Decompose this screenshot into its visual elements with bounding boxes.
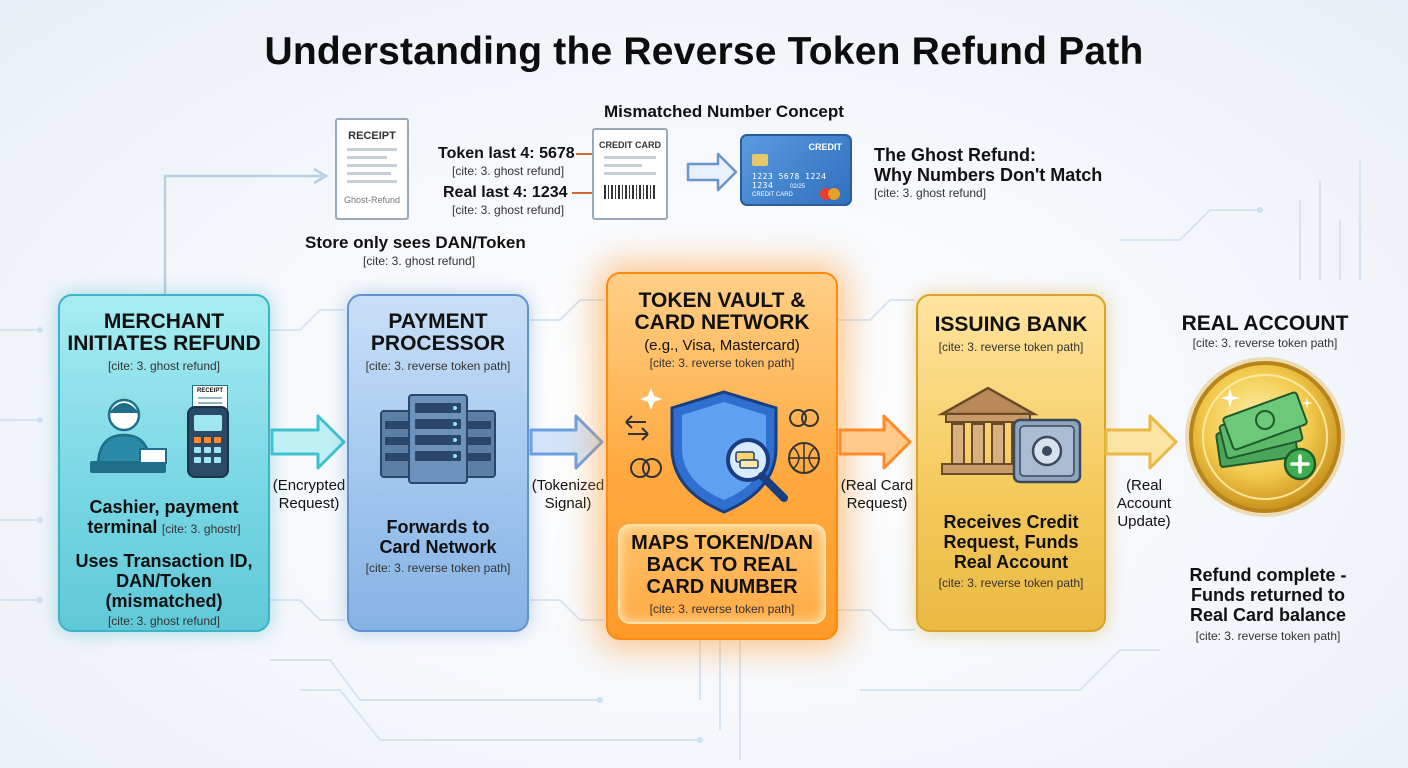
bank-cite: [cite: 3. reverse token path] — [938, 340, 1084, 354]
merchant-desc-cite: [cite: 3. ghostr] — [161, 522, 241, 536]
receipt-footer: Ghost-Refund — [343, 195, 401, 205]
arrow2-line2: Signal) — [544, 495, 592, 512]
issuing-bank-box: ISSUING BANK [cite: 3. reverse token pat… — [916, 294, 1106, 632]
cashier-terminal-illustration: RECEIPT — [64, 385, 264, 481]
chip-icon — [752, 154, 768, 166]
merchant-uses-1: Uses Transaction ID, — [75, 551, 253, 571]
card-number: 1223 5678 1224 1234 — [752, 172, 827, 190]
arrow2-line1: (Tokenized — [531, 477, 605, 494]
token-last4-cite: [cite: 3. ghost refund] — [452, 164, 565, 178]
merchant-title-2: INITIATES REFUND — [67, 332, 261, 355]
payment-terminal-icon — [187, 406, 229, 478]
store-sees-cite: [cite: 3. ghost refund] — [363, 254, 476, 268]
vault-title-2: CARD NETWORK — [634, 311, 810, 334]
ghost-refund-title-1: The Ghost Refund: — [874, 145, 1036, 165]
merchant-box: MERCHANT INITIATES REFUND [cite: 3. ghos… — [58, 294, 270, 632]
processor-title-2: PROCESSOR — [370, 332, 506, 355]
shield-magnifier-icon — [625, 388, 820, 514]
processor-box: PAYMENT PROCESSOR [cite: 3. reverse toke… — [347, 294, 529, 632]
arrow4-line2: Account — [1116, 495, 1172, 512]
vault-map-1: MAPS TOKEN/DAN — [631, 532, 813, 554]
money-coin-icon — [1185, 357, 1345, 517]
account-desc-2: Funds returned to — [1191, 585, 1345, 605]
arrow1-label: (Encrypted Request) — [268, 477, 350, 513]
account-title: REAL ACCOUNT — [1181, 312, 1349, 335]
account-cite: [cite: 3. reverse token path] — [1192, 336, 1338, 350]
bank-desc-2: Request, Funds — [943, 532, 1079, 552]
card-footer: CREDIT CARD — [752, 192, 793, 198]
card-label: CREDIT — [808, 142, 843, 152]
arrow1-line2: Request) — [278, 495, 340, 512]
vault-map-2: BACK TO REAL — [646, 554, 798, 576]
token-vault-box: TOKEN VAULT & CARD NETWORK (e.g., Visa, … — [606, 272, 838, 640]
card-expiry: 02/25 — [790, 184, 806, 190]
cashier-icon — [90, 398, 167, 473]
maps-token-panel: MAPS TOKEN/DAN BACK TO REAL CARD NUMBER … — [618, 524, 826, 624]
merchant-title-1: MERCHANT — [103, 310, 225, 333]
bank-desc-3: Real Account — [953, 552, 1069, 572]
terminal-receipt-label: RECEIPT — [196, 388, 223, 394]
arrow2-label: (Tokenized Signal) — [526, 477, 610, 513]
card-receipt-icon: CREDIT CARD — [592, 128, 668, 220]
account-desc-1: Refund complete - — [1189, 565, 1347, 585]
vault-map-3: CARD NUMBER — [646, 576, 798, 598]
server-icon — [380, 394, 496, 484]
bank-desc-1: Receives Credit — [943, 512, 1079, 532]
ghost-refund-title-2: Why Numbers Don't Match — [874, 165, 1103, 185]
token-last4-label: Token last 4: 5678 — [438, 145, 575, 162]
processor-desc-2: Card Network — [379, 537, 497, 557]
vault-cite: [cite: 3. reverse token path] — [649, 356, 795, 370]
merchant-desc-2-row: terminal [cite: 3. ghostr] — [87, 517, 240, 539]
bank-title: ISSUING BANK — [934, 313, 1088, 336]
merchant-desc-2: terminal — [87, 517, 158, 537]
processor-cite: [cite: 3. reverse token path] — [365, 359, 511, 373]
bank-desc-cite: [cite: 3. reverse token path] — [938, 576, 1084, 590]
vault-title-1: TOKEN VAULT & — [638, 289, 806, 312]
arrow3-line2: Request) — [846, 495, 908, 512]
receipt-label: RECEIPT — [348, 130, 396, 142]
card-receipt-label: CREDIT CARD — [599, 140, 661, 150]
vault-sub: (e.g., Visa, Mastercard) — [644, 337, 800, 354]
arrow3-label: (Real Card Request) — [836, 477, 918, 513]
merchant-desc-1: Cashier, payment — [89, 497, 239, 517]
concept-heading: Mismatched Number Concept — [604, 102, 844, 121]
arrow1-line1: (Encrypted — [272, 477, 346, 494]
ghost-refund-cite: [cite: 3. ghost refund] — [874, 186, 987, 200]
arrow4-line1: (Real — [1126, 477, 1162, 494]
merchant-uses-cite: [cite: 3. ghost refund] — [107, 614, 221, 628]
mastercard-icon — [820, 188, 842, 200]
account-desc-cite: [cite: 3. reverse token path] — [1195, 629, 1341, 643]
merchant-cite: [cite: 3. ghost refund] — [107, 359, 221, 373]
receipt-icon: RECEIPT Ghost-Refund — [335, 118, 409, 220]
bank-vault-icon — [937, 386, 1082, 484]
page-title: Understanding the Reverse Token Refund P… — [264, 30, 1144, 73]
vault-map-cite: [cite: 3. reverse token path] — [649, 602, 795, 616]
arrow4-line3: Update) — [1117, 513, 1171, 530]
credit-card-icon: CREDIT 1223 5678 1224 1234 02/25 CREDIT … — [740, 134, 852, 206]
processor-title-1: PAYMENT — [388, 310, 488, 333]
barcode-icon — [604, 185, 656, 199]
real-last4-cite: [cite: 3. ghost refund] — [452, 203, 565, 217]
arrow4-label: (Real Account Update) — [1104, 477, 1184, 531]
store-sees-label: Store only sees DAN/Token — [305, 233, 526, 252]
arrow3-line1: (Real Card — [840, 477, 914, 494]
real-last4-label: Real last 4: 1234 — [443, 184, 568, 201]
processor-desc-cite: [cite: 3. reverse token path] — [365, 561, 511, 575]
account-desc-3: Real Card balance — [1189, 605, 1347, 625]
merchant-uses-2: DAN/Token (mismatched) — [105, 571, 223, 611]
processor-desc-1: Forwards to — [386, 517, 490, 537]
